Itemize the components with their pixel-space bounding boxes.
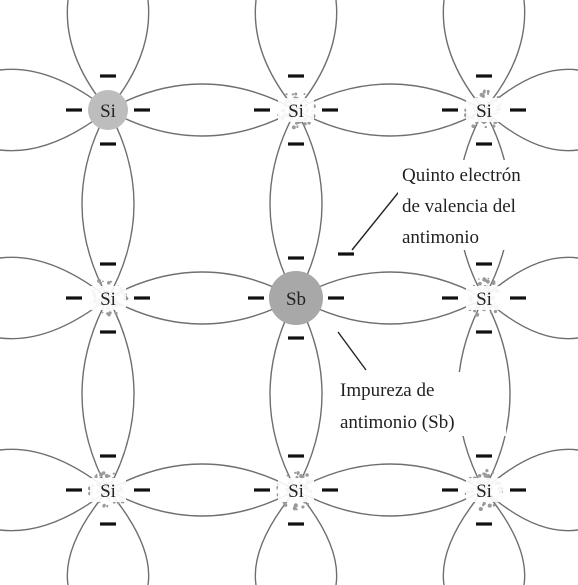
atom-si-2: Si: [277, 92, 316, 130]
bond-line: [107, 297, 297, 325]
bond-line: [295, 271, 485, 299]
bond-line: [107, 297, 135, 491]
bond-line: [81, 109, 109, 299]
bond-line: [442, 489, 485, 585]
bond-line: [107, 489, 297, 517]
atom-core: [269, 271, 323, 325]
impurity-label-line-2: antimonio (Sb): [340, 412, 455, 433]
bond-line: [295, 463, 485, 491]
bond-line: [269, 297, 297, 491]
bond-line: [254, 0, 297, 111]
electrons-layer: [66, 74, 526, 526]
bond-line: [295, 489, 485, 517]
atom-si-7: Si: [276, 471, 314, 511]
fifth-electron-label-line-3: antimonio: [402, 227, 479, 248]
bond-line: [295, 83, 485, 111]
bond-line: [483, 297, 511, 491]
bond-line: [107, 463, 297, 491]
bond-line: [295, 109, 485, 137]
atom-si-6: Si: [87, 471, 127, 508]
atom-core: [88, 90, 128, 130]
atom-symbol: Si: [100, 289, 116, 310]
atom-symbol: Si: [476, 101, 492, 122]
bond-line: [295, 297, 323, 491]
bond-line: [107, 109, 297, 137]
bond-line: [107, 83, 297, 111]
bond-line: [295, 109, 323, 299]
bond-line: [295, 0, 338, 111]
atom-symbol: Si: [476, 481, 492, 502]
bond-line: [442, 0, 485, 111]
atom-si-8: Si: [464, 469, 503, 512]
bond-line: [295, 489, 338, 585]
bond-line: [483, 0, 526, 111]
bond-line: [254, 489, 297, 585]
atom-symbol: Sb: [286, 289, 306, 310]
atom-si-3: Si: [463, 89, 502, 129]
bond-line: [295, 297, 485, 325]
atom-symbol: Si: [288, 101, 304, 122]
atom-sb-1: Sb: [269, 271, 323, 325]
fifth-electron-annotation: Quinto electrón de valencia del antimoni…: [398, 160, 578, 250]
fifth-electron-label-line-1: Quinto electrón: [402, 165, 521, 186]
atom-si-4: Si: [89, 278, 129, 317]
bond-line: [81, 297, 109, 491]
impurity-leader-line: [337, 331, 367, 371]
fifth-electron-label-line-2: de valencia del: [402, 196, 516, 217]
bond-line: [107, 271, 297, 299]
atom-symbol: Si: [288, 481, 304, 502]
fifth-electron-leader-line: [351, 187, 403, 251]
bond-line: [107, 109, 135, 299]
atom-symbol: Si: [100, 101, 116, 122]
bond-line: [107, 489, 150, 585]
atom-symbol: Si: [476, 289, 492, 310]
atom-symbol: Si: [100, 481, 116, 502]
bond-line: [269, 109, 297, 299]
impurity-label-line-1: Impureza de: [340, 380, 434, 401]
atom-si-5: Si: [466, 277, 502, 317]
atom-si-1: Si: [88, 90, 128, 130]
impurity-annotation: Impureza de antimonio (Sb): [336, 372, 506, 436]
